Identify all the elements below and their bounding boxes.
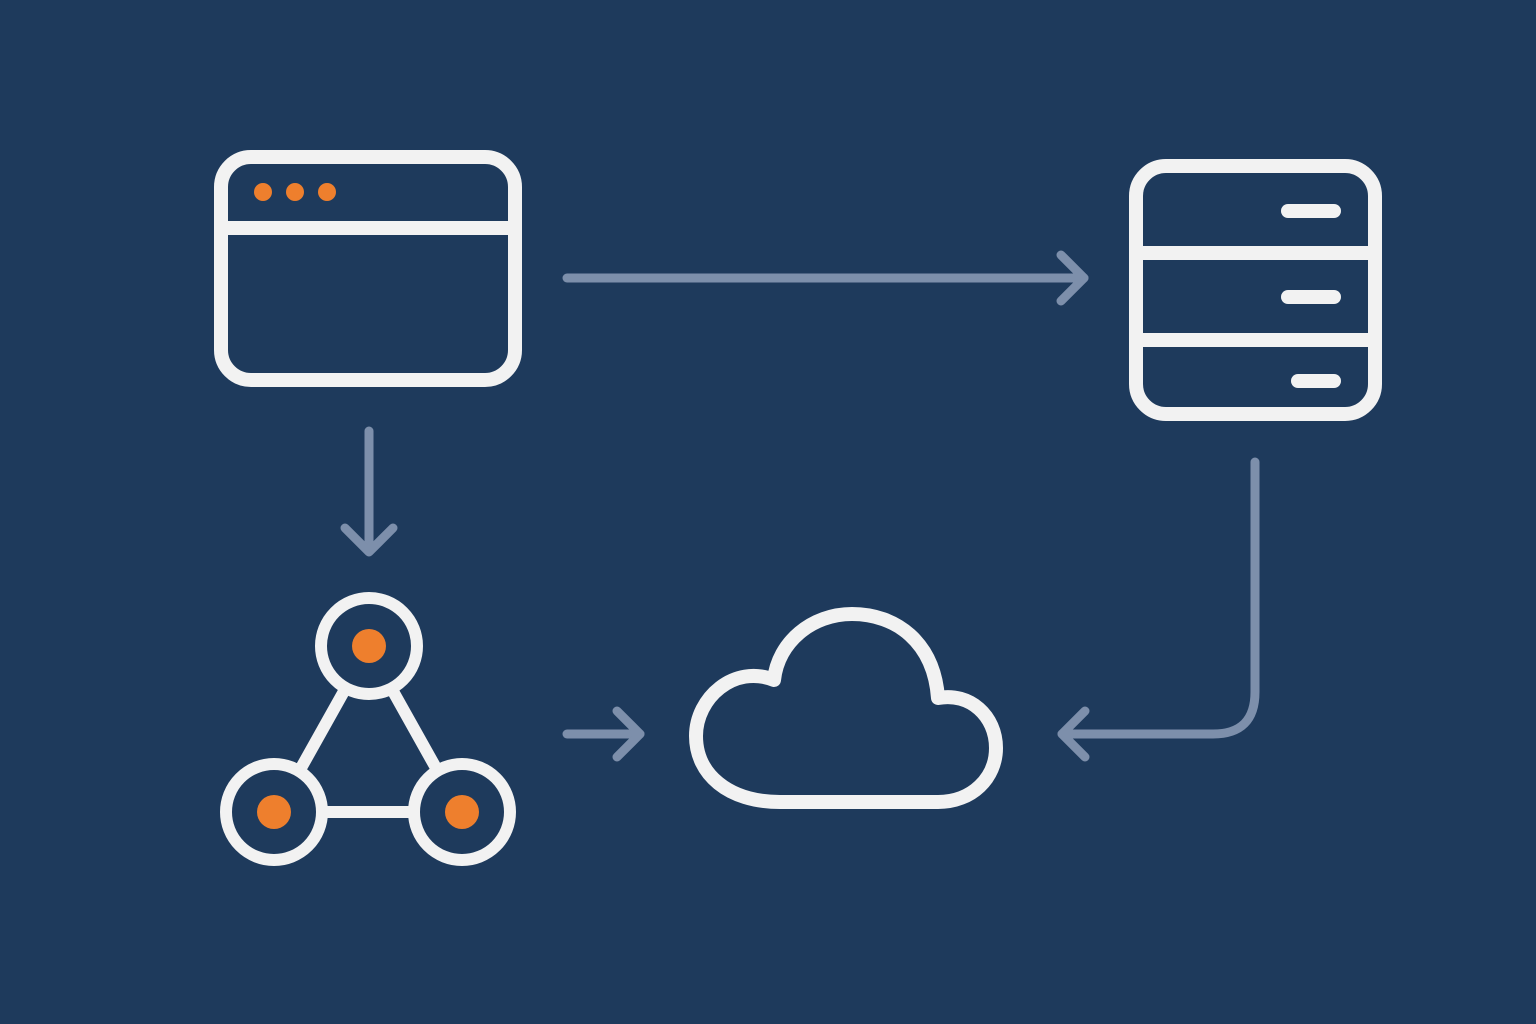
network-edge-top-right (388, 687, 442, 774)
browser-dot-2 (286, 183, 304, 201)
network-edge-top-left (295, 687, 349, 774)
network-node-left-core (257, 795, 291, 829)
browser-window-dots (254, 183, 336, 201)
flow-arrows (340, 250, 1260, 762)
arrow-server-to-cloud (1057, 457, 1260, 762)
network-node-top-core (352, 629, 386, 663)
arrow-browser-to-network (340, 426, 398, 557)
browser-dot-3 (318, 183, 336, 201)
server-stack-frame (1129, 159, 1382, 421)
browser-window-frame (214, 150, 522, 387)
browser-window-icon (214, 150, 522, 387)
arrow-network-to-cloud (562, 706, 645, 762)
browser-dot-1 (254, 183, 272, 201)
arrow-browser-to-server (562, 250, 1089, 306)
server-stack-icon (1129, 159, 1382, 421)
network-node-right-core (445, 795, 479, 829)
network-nodes-icon (220, 592, 516, 866)
network-node-top (315, 592, 423, 700)
network-node-left (220, 758, 328, 866)
network-node-right (408, 758, 516, 866)
cloud-icon (689, 607, 1003, 809)
